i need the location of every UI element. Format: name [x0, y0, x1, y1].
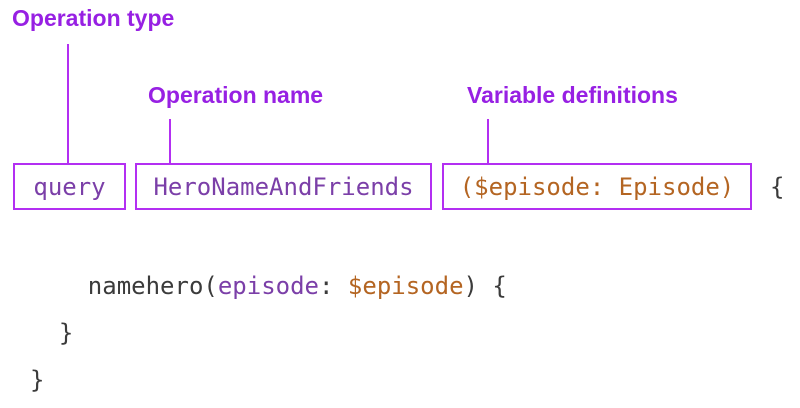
operation-type-label: Operation type: [12, 5, 175, 31]
name-field-line: name: [30, 272, 146, 300]
operation-name-text: HeroNameAndFriends: [153, 172, 414, 201]
variable-definitions-label: Variable definitions: [467, 82, 678, 108]
hero-field-open-brace: ) {: [463, 272, 507, 300]
query-open-brace: {: [770, 172, 785, 201]
operation-type-box: query: [13, 163, 126, 210]
hero-field-line: hero(episode: $episode) {: [30, 216, 507, 300]
variable-definitions-connector-line: [487, 119, 489, 163]
operation-name-box: HeroNameAndFriends: [135, 163, 432, 210]
argument-colon: :: [319, 272, 348, 300]
operation-type-keyword: query: [33, 172, 106, 201]
operation-type-connector-line: [67, 44, 69, 163]
query-code-block: hero(episode: $episode) { name } }: [30, 216, 507, 404]
hero-close-brace-line: }: [30, 319, 74, 347]
episode-argument-name: episode: [217, 272, 320, 300]
episode-variable: $episode: [347, 272, 464, 300]
variable-definitions-text: ($episode: Episode): [459, 172, 735, 201]
hero-field-open: hero(: [116, 272, 218, 300]
operation-name-connector-line: [169, 119, 171, 163]
operation-name-label: Operation name: [148, 82, 324, 108]
query-close-brace-line: }: [30, 366, 45, 394]
variable-definitions-box: ($episode: Episode): [442, 163, 752, 210]
